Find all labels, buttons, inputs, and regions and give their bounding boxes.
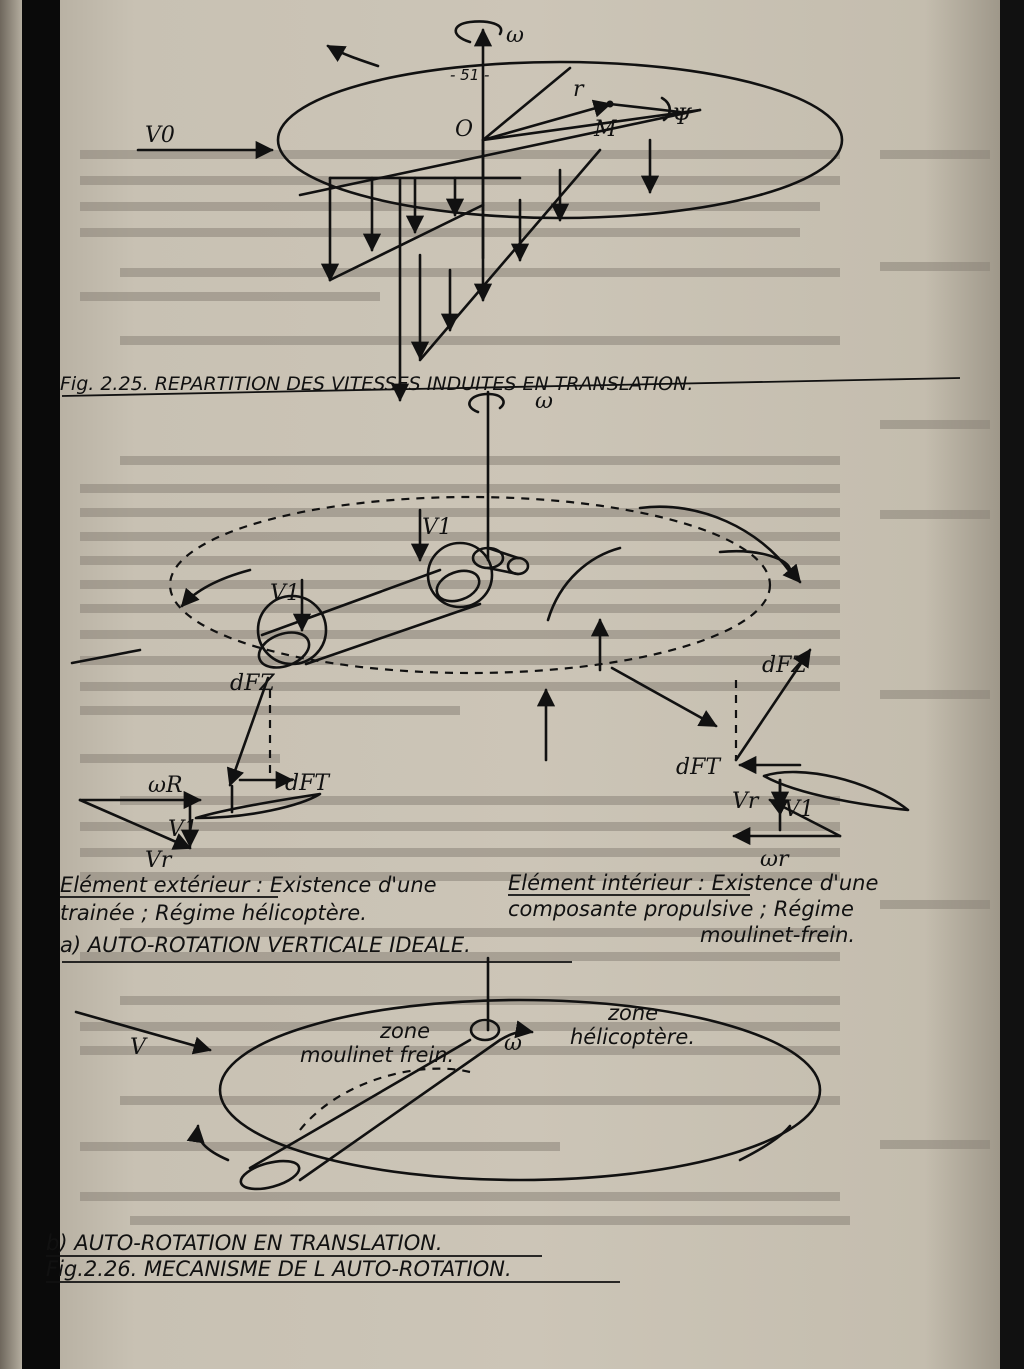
- outflow-left: [70, 648, 142, 665]
- dft-left-label: dFT: [285, 771, 331, 796]
- radius-line-1: [481, 66, 572, 142]
- v-arrow-b: [74, 1010, 212, 1055]
- r-label: r: [573, 77, 585, 102]
- interior-subtitle-2: moulinet-frein.: [700, 923, 855, 947]
- fig-2-26-caption: Fig.2.26. MECANISME DE L AUTO-ROTATION.: [46, 1257, 512, 1281]
- dfz-left-arrow: [226, 676, 270, 787]
- dfz-right-arrow: [734, 648, 812, 762]
- blade-element-a: [256, 541, 494, 669]
- scan-border: [1000, 0, 1024, 1369]
- flow-curve-1: [546, 546, 622, 622]
- outflow-arrow: [610, 666, 718, 728]
- exterior-element-diagram: dFZ dFT ωR V1 Vr: [78, 671, 331, 873]
- tangent-line: [608, 102, 682, 114]
- radius-line-3: [481, 108, 702, 142]
- omega-rotation-arrow: [454, 20, 503, 44]
- flow-arrow-b-right: [738, 1124, 792, 1162]
- blade-tip-b: [239, 1159, 301, 1191]
- interior-element-diagram: dFZ dFT Vr V1 ωr: [676, 648, 910, 872]
- omega-label-a: ω: [535, 389, 553, 414]
- fig-2-25-caption: Fig. 2.25. REPARTITION DES VITESSES INDU…: [60, 373, 693, 395]
- dfz-right-label: dFZ: [762, 653, 807, 678]
- zone-boundary-dashed: [299, 1067, 471, 1131]
- omega-label: ω: [506, 23, 524, 48]
- omega-r-big-label: ωR: [148, 773, 183, 798]
- v-label-b: V: [130, 1035, 148, 1060]
- caption-underline: [61, 377, 961, 397]
- omega-label-b: ω: [504, 1031, 522, 1056]
- psi-label: Ψ: [672, 105, 692, 130]
- exterior-subtitle: trainée ; Régime hélicoptère.: [60, 901, 367, 925]
- point-m: [606, 100, 614, 108]
- figure-2-26-a: ω V1 V1: [60, 389, 910, 963]
- interior-subtitle-1: composante propulsive ; Régime: [508, 897, 854, 921]
- blade-edge-1: [248, 1038, 472, 1170]
- section-a-title: a) AUTO-ROTATION VERTICALE IDEALE.: [60, 933, 471, 957]
- induced-velocity-vectors-left: [320, 176, 485, 282]
- vr-right-label: Vr: [732, 789, 760, 814]
- o-label: O: [455, 117, 473, 142]
- background-text-texture: [80, 150, 990, 1225]
- v1-left-label: V1: [168, 817, 198, 842]
- figure-2-25: ω V0 r O M Ψ: [60, 20, 961, 402]
- v0-label: V0: [145, 123, 175, 148]
- omega-r-small-label: ωr: [760, 847, 790, 872]
- exterior-title: Elément extérieur : Existence d'une: [60, 873, 437, 897]
- section-b-title: b) AUTO-ROTATION EN TRANSLATION.: [46, 1231, 443, 1255]
- omega-arrow-b: [498, 1020, 534, 1042]
- dft-right-label: dFT: [676, 755, 722, 780]
- page-fold-shadow: [0, 0, 22, 1369]
- blade-edge-2: [298, 1038, 502, 1182]
- flow-curve-2: [638, 505, 792, 574]
- page-number: - 51 -: [450, 66, 489, 84]
- flow-arrow-left: [180, 568, 252, 608]
- induced-velocity-vectors-right: [390, 138, 660, 402]
- disc-rotation-arrow: [326, 44, 380, 68]
- radius-r-arrow: [481, 99, 612, 142]
- interior-title: Elément intérieur : Existence d'une: [508, 871, 878, 895]
- dfz-left-label: dFZ: [230, 671, 275, 696]
- omega-arrow-a: [468, 392, 505, 414]
- v1-right-label: V1: [784, 797, 814, 822]
- hub-b: [469, 1018, 501, 1042]
- airfoil-left: [194, 792, 322, 820]
- diameter-line: [298, 108, 702, 197]
- airfoil-right: [762, 770, 910, 812]
- dashed-disc-a: [168, 495, 772, 675]
- rotation-arrow-b: [186, 1124, 230, 1162]
- vr-left-arrow: [78, 798, 192, 850]
- vr-left-label: Vr: [145, 848, 173, 873]
- vr-right-arrow: [768, 798, 842, 838]
- rotor-disc-b: [218, 998, 822, 1182]
- v1-top-label: V1: [422, 515, 452, 540]
- v1-mid-label: V1: [270, 581, 300, 606]
